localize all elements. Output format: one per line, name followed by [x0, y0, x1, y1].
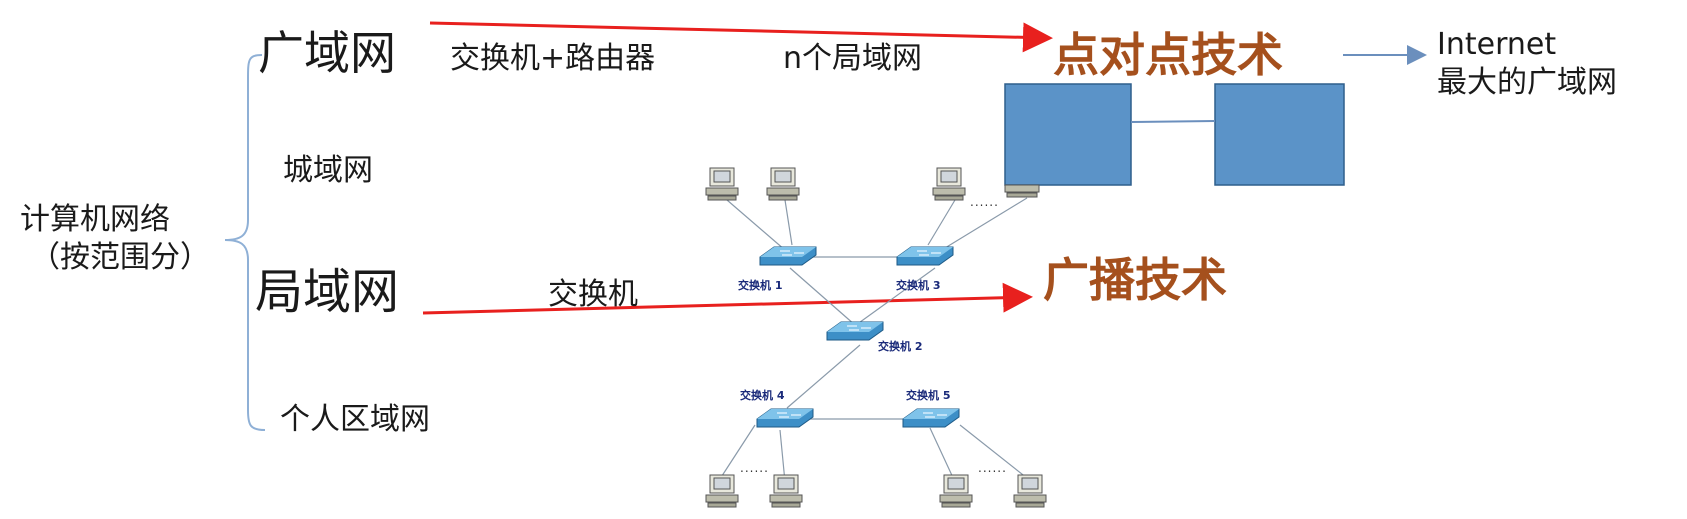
- category-wan: 广域网: [258, 26, 396, 80]
- ellipsis-upper: ......: [970, 195, 999, 209]
- switch-2-label: 交换机 2: [878, 340, 923, 353]
- root-title: 计算机网络: [20, 202, 170, 237]
- computer-icon: [705, 474, 739, 508]
- lan-devices-note: 交换机: [548, 277, 638, 312]
- p2p-node-left: [1004, 83, 1132, 186]
- category-lan: 局域网: [255, 264, 400, 320]
- switch-4-label: 交换机 4: [740, 389, 785, 402]
- switch-5-icon: [902, 408, 960, 428]
- computer-icon: [1004, 184, 1040, 198]
- wan-to-p2p-arrow: [429, 21, 1053, 53]
- internet-description: 最大的广域网: [1437, 65, 1617, 100]
- computer-icon: [705, 167, 739, 201]
- category-man: 城域网: [283, 153, 373, 188]
- category-pan: 个人区域网: [280, 402, 430, 437]
- computer-icons: [705, 167, 1047, 508]
- internet-label: Internet: [1437, 27, 1557, 62]
- ellipsis-lower-left: ......: [740, 461, 769, 475]
- lan-to-broadcast-arrow: [422, 282, 1033, 315]
- computer-icon: [1013, 474, 1047, 508]
- computer-icon: [932, 167, 966, 201]
- switch-2-icon: [826, 321, 884, 341]
- switch-1-label: 交换机 1: [738, 279, 783, 292]
- ellipsis-lower-right: ......: [978, 461, 1007, 475]
- computer-icon: [769, 474, 803, 508]
- switch-4-icon: [756, 408, 814, 428]
- broadcast-technique: 广播技术: [1043, 253, 1227, 307]
- switch-icons: [756, 246, 960, 428]
- topology-links: [717, 197, 1033, 483]
- wan-devices-note: 交换机+路由器: [450, 41, 656, 76]
- category-brace: [224, 54, 266, 431]
- computer-icon: [939, 474, 973, 508]
- switch-1-icon: [759, 246, 817, 266]
- computer-icon: [766, 167, 800, 201]
- switch-5-label: 交换机 5: [906, 389, 951, 402]
- switch-3-icon: [896, 246, 954, 266]
- switch-3-label: 交换机 3: [896, 279, 941, 292]
- wan-composition-note: n个局域网: [783, 41, 923, 76]
- root-subtitle: （按范围分）: [30, 240, 210, 275]
- p2p-node-right: [1214, 83, 1345, 186]
- p2p-technique: 点对点技术: [1053, 28, 1283, 82]
- p2p-link: [1130, 120, 1216, 123]
